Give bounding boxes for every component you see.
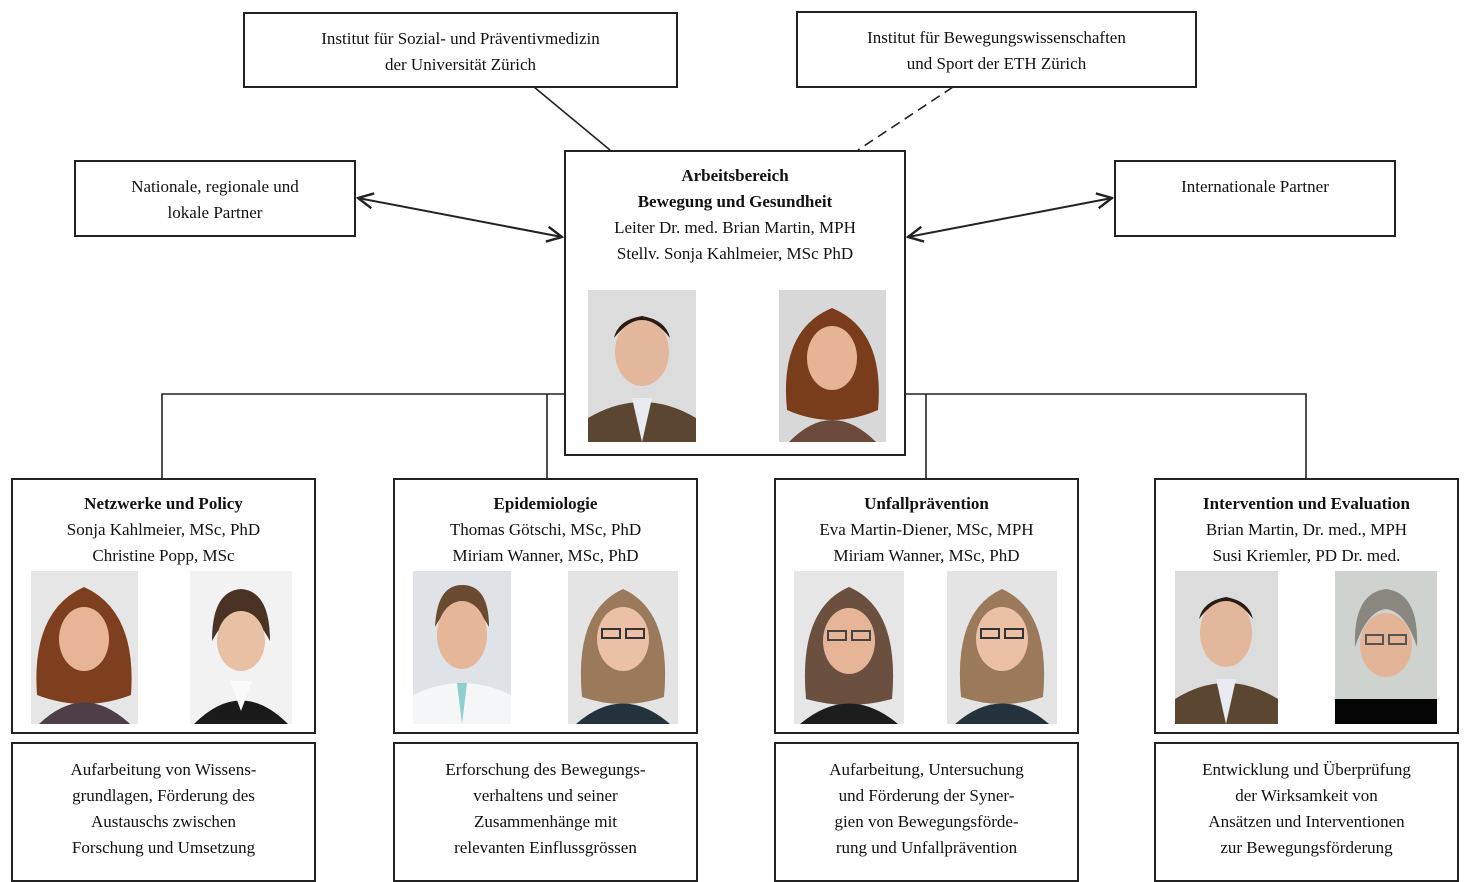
unit-person-2: Miriam Wanner, MSc, PhD [833,546,1020,565]
center-deputy: Stellv. Sonja Kahlmeier, MSc PhD [616,244,854,263]
person-photo [31,571,138,724]
unit-title: Intervention und Evaluation [1203,494,1410,513]
person-photo [190,571,292,724]
unit-person-2: Christine Popp, MSc [92,546,235,565]
ispm-line1: Institut für Sozial- und Präventivmedizi… [321,29,600,48]
unit-person-1: Brian Martin, Dr. med., MPH [1205,520,1408,539]
desc-line: Austauschs zwischen [91,812,236,831]
ispm-link-line [533,86,611,151]
unit-connector-right [906,393,1307,478]
leader-photo [588,290,696,442]
unit-accident-prevention-desc: Aufarbeitung, Untersuchung und Förderung… [774,742,1079,882]
desc-line: Forschung und Umsetzung [71,838,256,857]
desc-line: Ansätzen und Interventionen [1208,812,1405,831]
person-photo [568,571,678,724]
person-photo [1175,571,1278,724]
unit-intervention-evaluation-desc: Entwicklung und Überprüfung der Wirksamk… [1154,742,1459,882]
desc-line: rung und Unfallprävention [835,838,1018,857]
unit-person-1: Sonja Kahlmeier, MSc, PhD [66,520,261,539]
desc-line: relevanten Einflussgrössen [454,838,637,857]
unit-epidemiology-desc: Erforschung des Bewegungs- verhaltens un… [393,742,698,882]
international-partners-box: Internationale Partner [1114,160,1396,237]
center-unit-box: Arbeitsbereich Bewegung und Gesundheit L… [564,150,906,456]
eth-institute-box: Institut für Bewegungswissenschaften und… [796,11,1197,88]
unit-epidemiology-box: Epidemiologie Thomas Götschi, MSc, PhD M… [393,478,698,734]
unit-title: Epidemiologie [493,494,598,513]
desc-line: Zusammenhänge mit [473,812,618,831]
center-title-2: Bewegung und Gesundheit [637,192,833,211]
international-partner-arrow [908,198,1112,237]
eth-link-dashed-line [857,86,954,151]
desc-line: Entwicklung und Überprüfung [1202,760,1411,779]
unit-connector-left [161,393,564,478]
deputy-photo [779,290,886,442]
unit-networks-policy-box: Netzwerke und Policy Sonja Kahlmeier, MS… [11,478,316,734]
eth-line1: Institut für Bewegungswissenschaften [867,28,1126,47]
center-title-1: Arbeitsbereich [681,166,789,185]
desc-line: Erforschung des Bewegungs- [445,760,646,779]
desc-line: grundlagen, Förderung des [72,786,255,805]
ispm-institute-box: Institut für Sozial- und Präventivmedizi… [243,12,678,88]
unit-intervention-evaluation-box: Intervention und Evaluation Brian Martin… [1154,478,1459,734]
unit-accident-prevention-box: Unfallprävention Eva Martin-Diener, MSc,… [774,478,1079,734]
person-photo [794,571,904,724]
unit-person-1: Eva Martin-Diener, MSc, MPH [819,520,1034,539]
desc-line: verhaltens und seiner [473,786,618,805]
desc-line: Aufarbeitung, Untersuchung [829,760,1024,779]
international-line1: Internationale Partner [1181,177,1329,196]
desc-line: der Wirksamkeit von [1235,786,1378,805]
unit-networks-policy-desc: Aufarbeitung von Wissens- grundlagen, Fö… [11,742,316,882]
national-line2: lokale Partner [167,203,263,222]
person-photo [1335,571,1437,724]
unit-person-1: Thomas Götschi, MSc, PhD [449,520,642,539]
unit-person-2: Susi Kriemler, PD Dr. med. [1212,546,1401,565]
desc-line: zur Bewegungsförderung [1220,838,1393,857]
desc-line: gien von Bewegungsförde- [834,812,1019,831]
national-partners-box: Nationale, regionale und lokale Partner [74,160,356,237]
unit-person-2: Miriam Wanner, MSc, PhD [452,546,639,565]
national-line1: Nationale, regionale und [131,177,299,196]
ispm-line2: der Universität Zürich [384,55,537,74]
person-photo [947,571,1057,724]
desc-line: und Förderung der Syner- [838,786,1015,805]
person-photo [413,571,511,724]
eth-line2: und Sport der ETH Zürich [906,54,1087,73]
unit-title: Netzwerke und Policy [84,494,243,513]
national-partner-arrow [358,198,562,237]
unit-title: Unfallprävention [864,494,989,513]
center-leader: Leiter Dr. med. Brian Martin, MPH [614,218,856,237]
desc-line: Aufarbeitung von Wissens- [70,760,257,779]
